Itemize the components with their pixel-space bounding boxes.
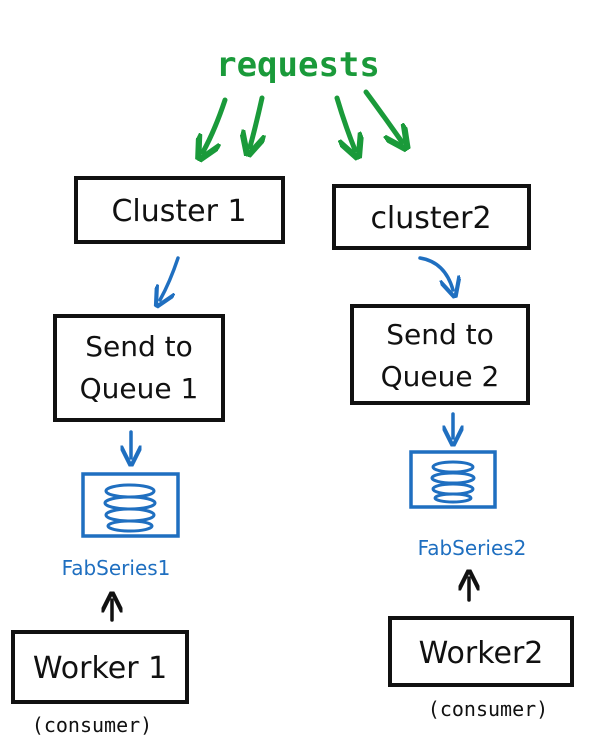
queue-2-node: FabSeries2 bbox=[409, 450, 527, 560]
request-arrows bbox=[203, 89, 402, 152]
send-to-queue-1-node: Send to Queue 1 bbox=[53, 314, 225, 422]
send-to-queue-2-node: Send to Queue 2 bbox=[350, 304, 530, 405]
requests-label: requests bbox=[216, 45, 380, 85]
cluster-2-label: cluster2 bbox=[370, 201, 491, 236]
request-arrow-4 bbox=[363, 89, 402, 142]
worker-2-note: (consumer) bbox=[428, 697, 548, 721]
worker-1-node: Worker 1 (consumer) bbox=[11, 630, 189, 737]
worker-1-note: (consumer) bbox=[32, 713, 152, 737]
send-1-line1: Send to bbox=[85, 330, 193, 363]
database-stack-icon bbox=[103, 483, 157, 533]
send-2-line2: Queue 2 bbox=[381, 360, 500, 393]
queue-2-label: FabSeries2 bbox=[418, 536, 527, 560]
cluster2-to-send2-arrow bbox=[418, 256, 453, 290]
cluster-1-node: Cluster 1 bbox=[74, 176, 285, 244]
worker-2-label: Worker2 bbox=[419, 636, 544, 671]
cluster-1-label: Cluster 1 bbox=[111, 194, 246, 229]
request-arrow-1 bbox=[203, 97, 228, 152]
cluster-2-node: cluster2 bbox=[332, 184, 531, 250]
queue-1-label: FabSeries1 bbox=[62, 556, 171, 580]
send-1-line2: Queue 1 bbox=[80, 372, 199, 405]
cluster1-to-send1-arrow bbox=[160, 256, 180, 300]
worker-1-label: Worker 1 bbox=[33, 651, 167, 686]
worker-2-node: Worker2 (consumer) bbox=[388, 616, 574, 721]
request-arrow-2 bbox=[250, 95, 262, 147]
database-stack-icon bbox=[430, 460, 476, 504]
send-2-line1: Send to bbox=[386, 318, 494, 351]
request-arrow-3 bbox=[334, 95, 355, 150]
queue-1-node: FabSeries1 bbox=[62, 472, 180, 580]
